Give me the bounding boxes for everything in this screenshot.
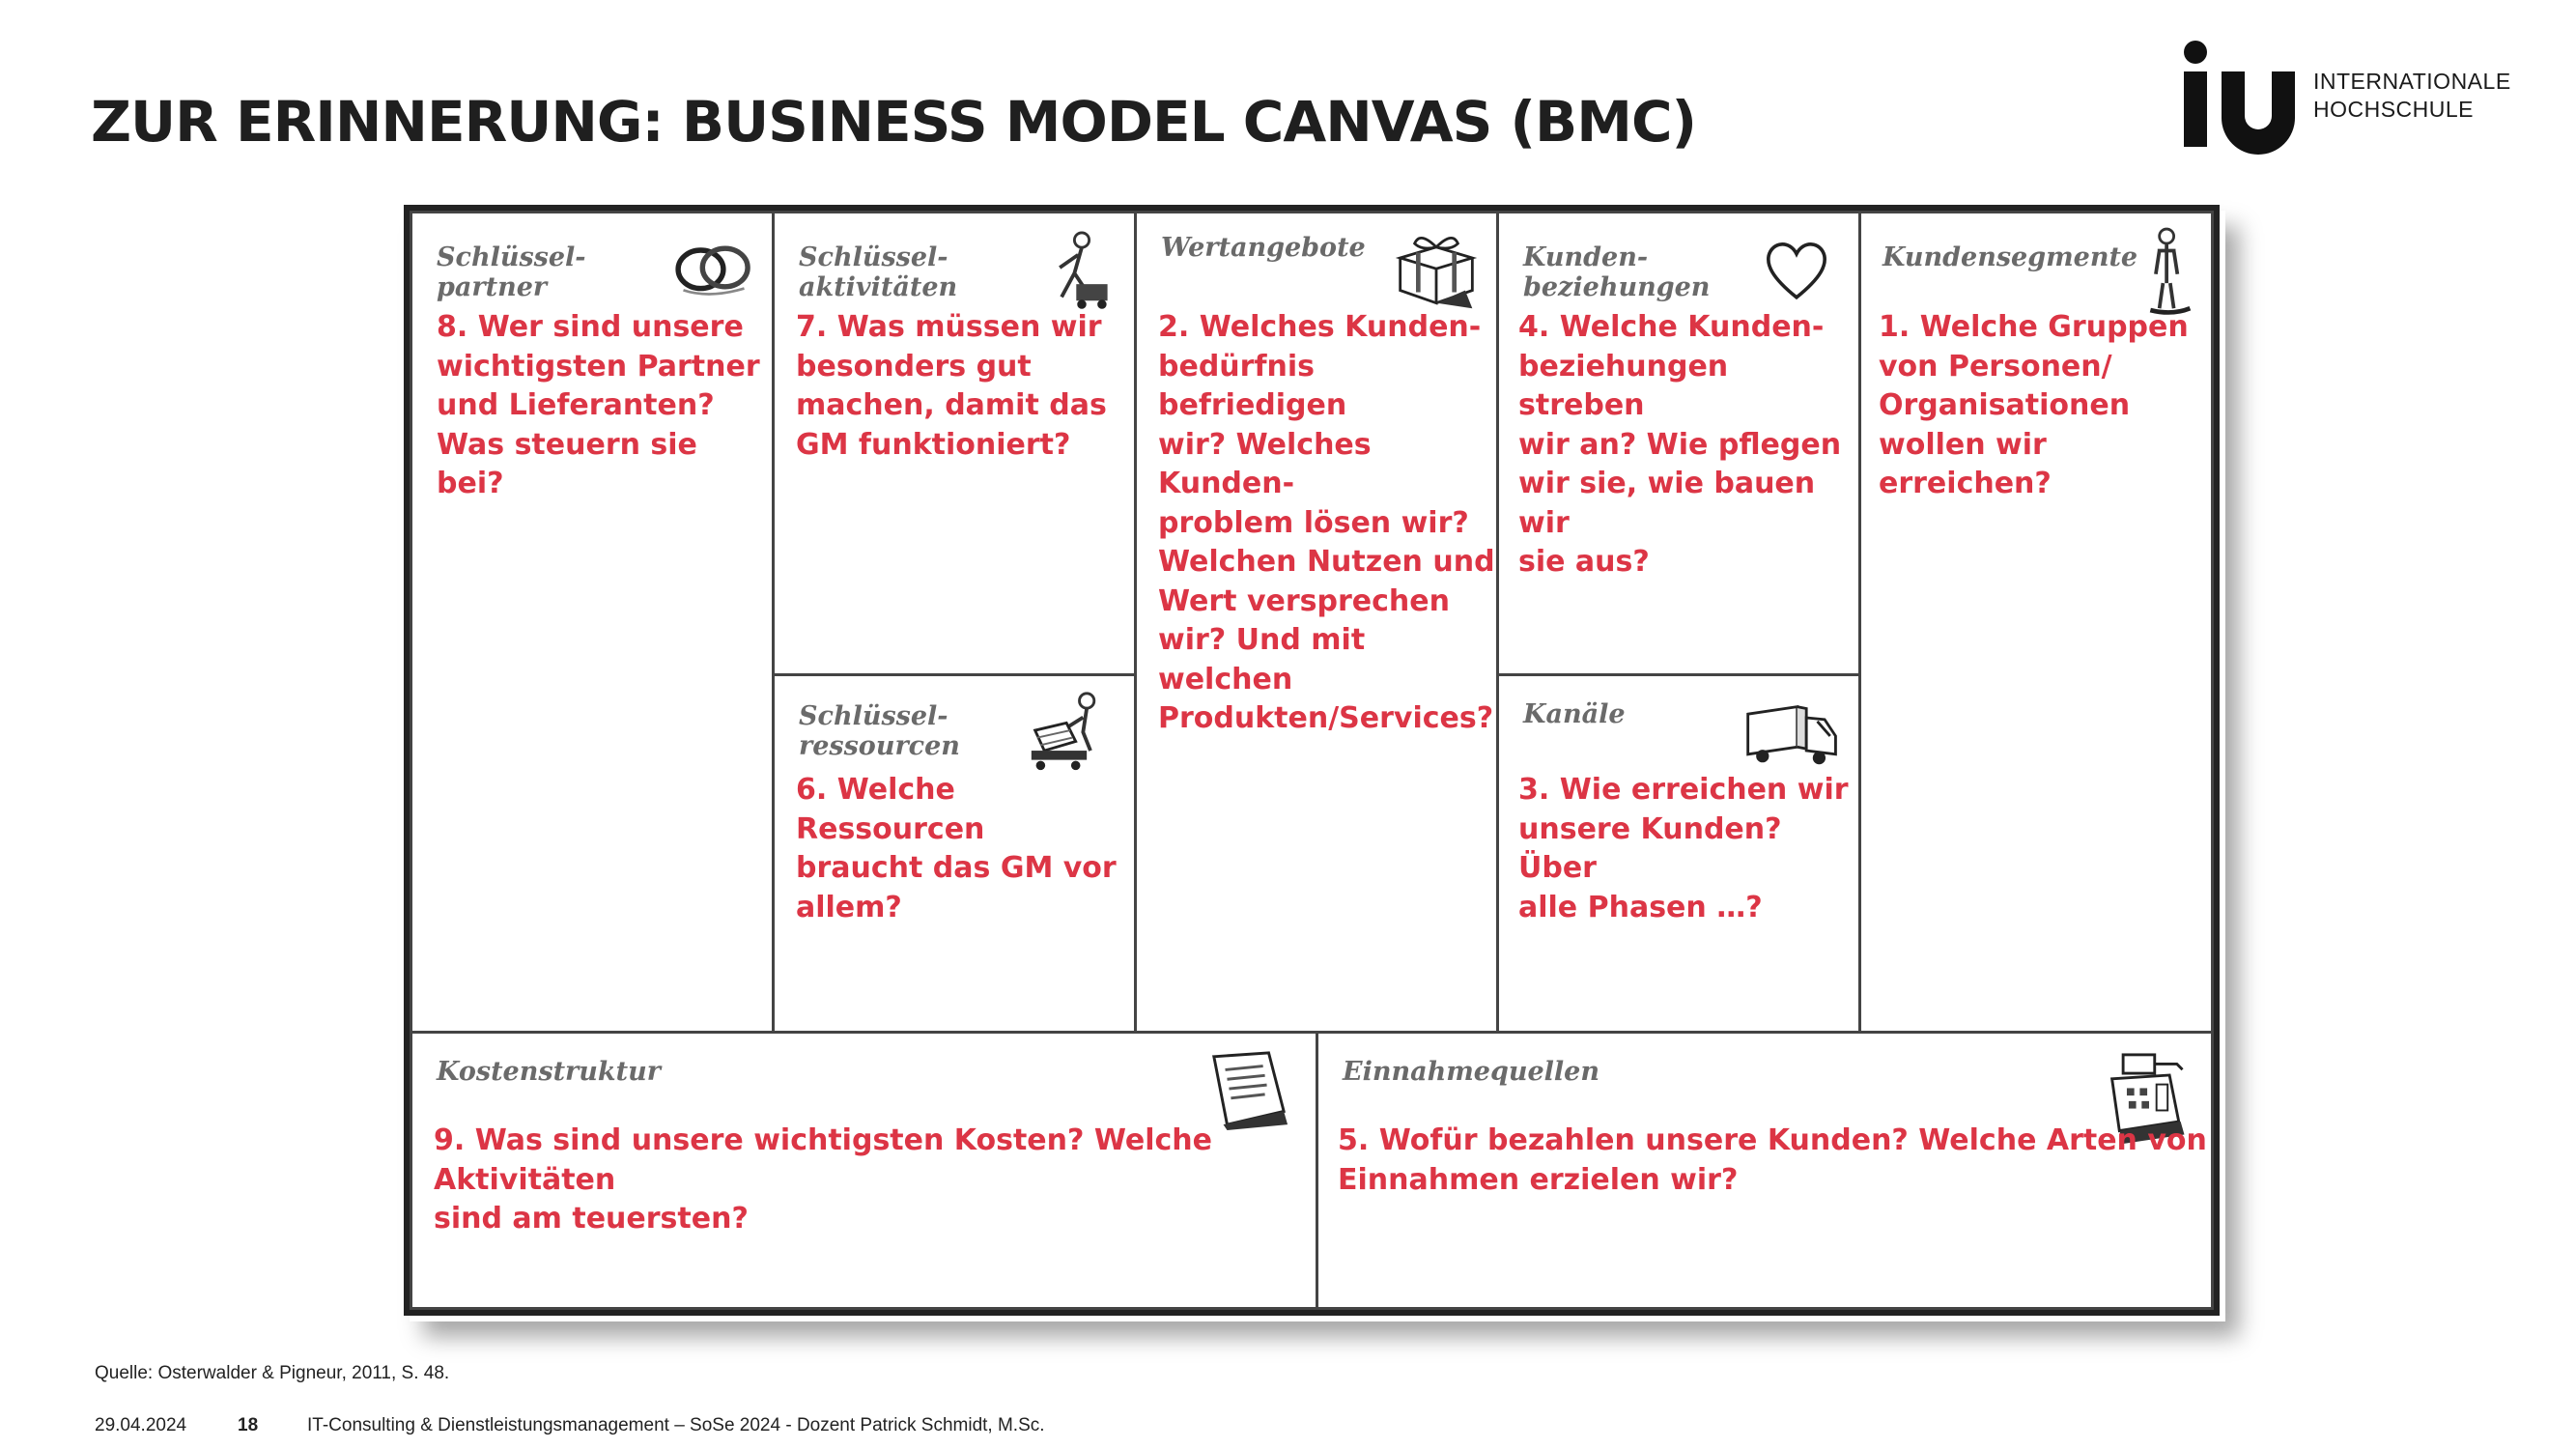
cell-key-activities: Schlüssel- aktivitäten 7. Was müssen wir…: [772, 211, 1137, 676]
cell-label: Schlüssel- ressourcen: [799, 701, 960, 761]
footer-page-number: 18: [238, 1415, 259, 1435]
receipt-icon: [1212, 1051, 1288, 1131]
university-logo: INTERNATIONALE HOCHSCHULE: [2178, 39, 2510, 159]
source-note: Quelle: Osterwalder & Pigneur, 2011, S. …: [95, 1363, 450, 1383]
cell-key-resources: Schlüssel- ressourcen 6. Welche Ressourc…: [772, 673, 1137, 1034]
cell-question: 6. Welche Ressourcen braucht das GM vor …: [796, 773, 1117, 924]
cell-question: 5. Wofür bezahlen unsere Kunden? Welche …: [1338, 1123, 2207, 1197]
worker-icon: [1059, 231, 1108, 309]
cell-question: 3. Wie erreichen wir unsere Kunden? Über…: [1518, 773, 1849, 924]
cell-label: Wertangebote: [1161, 233, 1366, 263]
cell-question: 1. Welche Gruppen von Personen/ Organisa…: [1879, 310, 2189, 500]
rings-icon: [675, 245, 750, 296]
cell-cost-structure: Kostenstruktur 9. Was sind unsere wichti…: [410, 1031, 1318, 1310]
cell-revenue-streams: Einnahmequellen 5. Wofür bezahlen unsere…: [1316, 1031, 2214, 1310]
forklift-icon: [1031, 692, 1096, 771]
footer-date: 29.04.2024: [95, 1415, 187, 1435]
business-model-canvas: Schlüssel- partner 8. Wer sind unsere wi…: [404, 205, 2220, 1316]
cell-question: 2. Welches Kunden- bedürfnis befriedigen…: [1158, 310, 1495, 735]
cash-register-icon: [2109, 1053, 2185, 1145]
university-name-line1: INTERNATIONALE: [2313, 69, 2511, 94]
cell-label: Kanäle: [1523, 699, 1626, 729]
cell-question: 7. Was müssen wir besonders gut machen, …: [796, 310, 1107, 462]
cell-question: 4. Welche Kunden- beziehungen streben wi…: [1518, 310, 1842, 579]
university-name: INTERNATIONALE HOCHSCHULE: [2313, 68, 2511, 124]
truck-icon: [1746, 704, 1837, 765]
cell-label: Einnahmequellen: [1343, 1057, 1599, 1087]
cell-customer-segments: Kundensegmente 1. Welche Gruppen von Per…: [1858, 211, 2214, 1034]
iu-logo-mark: [2184, 41, 2295, 155]
cell-key-partners: Schlüssel- partner 8. Wer sind unsere wi…: [410, 211, 775, 1034]
cell-question: 9. Was sind unsere wichtigsten Kosten? W…: [434, 1123, 1213, 1236]
cell-label: Kundensegmente: [1882, 242, 2138, 272]
cell-label: Schlüssel- partner: [437, 242, 586, 302]
cell-label: Kostenstruktur: [437, 1057, 661, 1087]
cell-customer-relationships: Kunden- beziehungen 4. Welche Kunden- be…: [1496, 211, 1861, 676]
cell-label: Schlüssel- aktivitäten: [799, 242, 958, 302]
cell-question: 8. Wer sind unsere wichtigsten Partner u…: [437, 310, 760, 500]
cell-label: Kunden- beziehungen: [1523, 242, 1711, 302]
footer-course: IT-Consulting & Dienstleistungsmanagemen…: [307, 1415, 1045, 1435]
cell-channels: Kanäle 3. Wie erreichen wir unsere Kunde…: [1496, 673, 1861, 1034]
university-name-line2: HOCHSCHULE: [2313, 97, 2475, 122]
slide-title: ZUR ERINNERUNG: BUSINESS MODEL CANVAS (B…: [91, 89, 1697, 155]
gift-icon: [1395, 237, 1478, 309]
cell-value-propositions: Wertangebote 2. Welches Kunden- bedürfni…: [1134, 211, 1499, 1034]
heart-icon: [1767, 242, 1826, 300]
person-icon: [2149, 227, 2192, 315]
